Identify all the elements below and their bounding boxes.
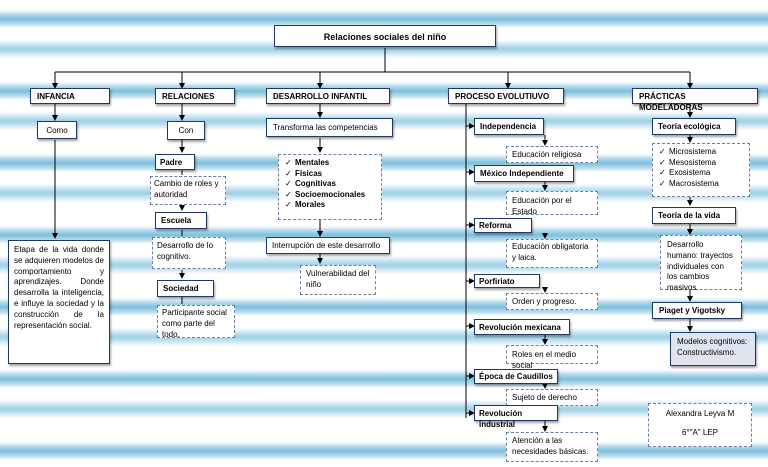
checkmark-icon: ✓ [285,189,292,199]
desarrollo-transforma: Transforma las competencias [266,118,393,137]
relaciones-con: Con [167,121,205,140]
competencia-label: Cognitivas [295,179,336,188]
competencia-item: ✓Cognitivas [285,179,377,190]
competencia-item: ✓Físicas [285,169,377,180]
competencia-label: Mentales [295,158,330,167]
competencia-item: ✓Morales [285,200,377,211]
sistema-label: Macrosistema [669,178,719,188]
proceso-reforma: Reforma [474,218,532,233]
desarrollo-vulnerabilidad: Vulnerabilidad del niño [300,265,376,295]
diagram-title: Relaciones sociales del niño [274,25,496,47]
header-infancia: INFANCIA [30,88,110,104]
sistema-item: ✓Mesosistema [659,158,745,169]
checkmark-icon: ✓ [659,147,666,156]
relaciones-escuela: Escuela [155,212,207,229]
practicas-teoria-ecologica: Teoría ecológica [652,118,736,135]
proceso-porfiriato: Porfiriato [474,274,540,288]
practicas-teoria-vida: Teoría de la vida [652,207,736,224]
relaciones-escuela-desc: Desarrollo de lo cognitivo. [152,237,226,269]
desarrollo-competencias: ✓Mentales✓Físicas✓Cognitivas✓Socioemocio… [278,154,382,220]
proceso-revolucion-mexicana: Revolución mexicana [474,319,570,335]
sistema-item: ✓Macrosistema [659,179,745,190]
desarrollo-interrupcion: Interrupción de este desarrollo [266,237,390,254]
proceso-porfiriato-desc: Orden y progreso. [506,293,598,310]
proceso-epoca-caudillos: Época de Caudillos [474,369,558,384]
infancia-como: Como [37,121,77,139]
checkmark-icon: ✓ [285,179,292,188]
sistema-label: Exosistema [669,168,711,177]
header-practicas: PRÁCTICAS MODELADORAS [632,88,758,112]
relaciones-padre-desc: Cambio de roles y autoridad [150,176,226,205]
relaciones-sociedad: Sociedad [157,280,214,297]
proceso-revolucion-mexicana-desc: Roles en el medio social [506,345,598,370]
checkmark-icon: ✓ [659,168,666,177]
header-desarrollo: DESARROLLO INFANTIL [266,88,390,104]
practicas-vida-desc: Desarrollo humano: trayectos individuale… [660,235,742,292]
checkmark-icon: ✓ [659,178,666,188]
proceso-reforma-desc: Educación obligatoria y laica. [506,239,598,268]
header-proceso: PROCESO EVOLUTIUVO [448,88,564,104]
relaciones-padre: Padre [155,154,195,170]
competencia-label: Socioemocionales [295,189,366,199]
practicas-modelos: Modelos cognitivos: Constructivismo. [670,332,756,366]
competencia-item: ✓Mentales [285,158,377,169]
proceso-revolucion-industrial-desc: Atención a las necesidades básicas. [506,432,598,462]
proceso-epoca-caudillos-desc: Sujeto de derecho [506,389,598,406]
infancia-definition: Etapa de la vida donde se adquieren mode… [8,240,110,364]
author-name: Alexandra Leyva M [665,409,735,418]
practicas-sistemas: ✓Microsistema✓Mesosistema✓Exosistema✓Mac… [652,143,750,197]
relaciones-sociedad-desc: Participante social como parte del todo. [157,305,235,338]
checkmark-icon: ✓ [285,168,292,178]
proceso-mexico-independiente-desc: Educación por el Estado [506,191,598,216]
checkmark-icon: ✓ [285,158,292,167]
checkmark-icon: ✓ [659,157,666,167]
sistema-label: Microsistema [669,147,717,156]
header-relaciones: RELACIONES [155,88,235,104]
competencia-label: Morales [295,200,326,209]
practicas-piaget: Piaget y Vigotsky [652,302,742,319]
proceso-revolucion-industrial: Revolución industrial [474,405,558,429]
sistema-item: ✓Exosistema [659,168,745,179]
author-group: 6°"A" LEP [681,427,718,437]
checkmark-icon: ✓ [285,200,292,209]
author-box: Alexandra Leyva M 6°"A" LEP [648,403,752,447]
competencia-item: ✓Socioemocionales [285,190,377,201]
sistema-label: Mesosistema [669,157,717,167]
proceso-independencia-desc: Educación religiosa [506,146,598,163]
proceso-independencia: Independencia [474,118,544,135]
competencia-label: Físicas [295,168,323,178]
proceso-mexico-independiente: México Independiente [474,165,574,182]
sistema-item: ✓Microsistema [659,147,745,158]
